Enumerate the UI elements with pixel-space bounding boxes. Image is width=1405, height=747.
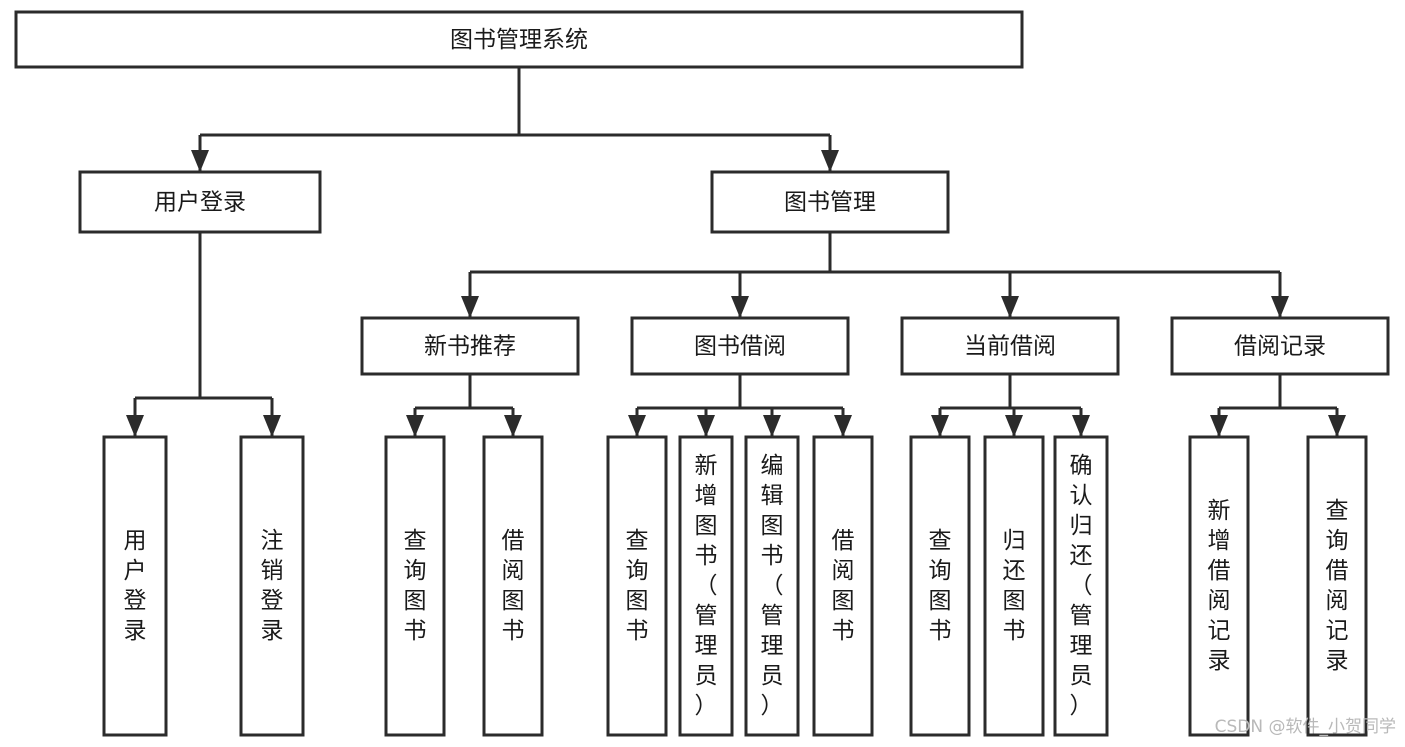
connector-group-login: [126, 232, 281, 437]
node-l6[interactable]: 新增图书（管理员）: [678, 435, 734, 737]
node-label: 注销登录: [261, 528, 284, 644]
node-l12[interactable]: 新增借阅记录: [1188, 435, 1250, 737]
node-login[interactable]: 用户登录: [78, 170, 322, 234]
node-label: 查询图书: [404, 528, 427, 644]
node-current[interactable]: 当前借阅: [900, 316, 1120, 376]
arrow-head-icon: [821, 150, 839, 172]
node-box[interactable]: [900, 316, 1120, 376]
node-l1[interactable]: 用户登录: [102, 435, 168, 737]
node-borrow[interactable]: 图书借阅: [630, 316, 850, 376]
node-l13[interactable]: 查询借阅记录: [1306, 435, 1368, 737]
node-l4[interactable]: 借阅图书: [482, 435, 544, 737]
node-box[interactable]: [360, 316, 580, 376]
arrow-head-icon: [1271, 296, 1289, 318]
node-label: 当前借阅: [964, 334, 1056, 360]
arrow-head-icon: [461, 296, 479, 318]
node-newbook[interactable]: 新书推荐: [360, 316, 580, 376]
connector-group-current: [931, 374, 1090, 437]
node-box[interactable]: [102, 435, 168, 737]
arrow-head-icon: [731, 296, 749, 318]
connector-layer: [126, 67, 1346, 437]
node-box[interactable]: [14, 10, 1024, 69]
node-label: 新书推荐: [424, 334, 516, 360]
arrow-head-icon: [697, 415, 715, 437]
node-box[interactable]: [744, 435, 800, 737]
connector-group-borrow: [628, 374, 852, 437]
node-label: 新增图书（管理员）: [695, 453, 718, 719]
node-label: 新增借阅记录: [1208, 498, 1231, 674]
arrow-head-icon: [191, 150, 209, 172]
arrow-head-icon: [834, 415, 852, 437]
node-box[interactable]: [909, 435, 971, 737]
arrow-head-icon: [263, 415, 281, 437]
node-l3[interactable]: 查询图书: [384, 435, 446, 737]
node-label: 编辑图书（管理员）: [761, 453, 784, 719]
node-box[interactable]: [239, 435, 305, 737]
node-l10[interactable]: 归还图书: [983, 435, 1045, 737]
node-l11[interactable]: 确认归还（管理员）: [1053, 435, 1109, 737]
node-l7[interactable]: 编辑图书（管理员）: [744, 435, 800, 737]
csdn-watermark: CSDN @软件_小贺同学: [1215, 717, 1396, 737]
node-label: 借阅记录: [1234, 334, 1326, 360]
node-label: 图书管理系统: [450, 27, 588, 53]
node-label: 确认归还（管理员）: [1070, 453, 1093, 719]
connector-group-root: [191, 67, 839, 172]
connector-group-record: [1210, 374, 1346, 437]
node-box[interactable]: [1306, 435, 1368, 737]
node-label: 图书管理: [784, 190, 876, 216]
node-box[interactable]: [78, 170, 322, 234]
node-box[interactable]: [482, 435, 544, 737]
node-label: 用户登录: [154, 190, 246, 216]
node-label: 借阅图书: [832, 528, 855, 644]
node-bookmgmt[interactable]: 图书管理: [710, 170, 950, 234]
connector-group-newbook: [406, 374, 522, 437]
node-label: 查询借阅记录: [1326, 498, 1349, 674]
arrow-head-icon: [126, 415, 144, 437]
node-label: 借阅图书: [502, 528, 525, 644]
arrow-head-icon: [504, 415, 522, 437]
node-l9[interactable]: 查询图书: [909, 435, 971, 737]
node-label: 归还图书: [1003, 528, 1026, 644]
arrow-head-icon: [406, 415, 424, 437]
node-box[interactable]: [678, 435, 734, 737]
node-l8[interactable]: 借阅图书: [812, 435, 874, 737]
arrow-head-icon: [628, 415, 646, 437]
node-box[interactable]: [606, 435, 668, 737]
node-box[interactable]: [710, 170, 950, 234]
node-box[interactable]: [1053, 435, 1109, 737]
arrow-head-icon: [1005, 415, 1023, 437]
node-box[interactable]: [983, 435, 1045, 737]
node-record[interactable]: 借阅记录: [1170, 316, 1390, 376]
connector-group-bookmgmt: [461, 232, 1289, 318]
arrow-head-icon: [931, 415, 949, 437]
node-label: 查询图书: [929, 528, 952, 644]
node-box[interactable]: [1188, 435, 1250, 737]
node-box[interactable]: [1170, 316, 1390, 376]
node-l5[interactable]: 查询图书: [606, 435, 668, 737]
arrow-head-icon: [763, 415, 781, 437]
node-root[interactable]: 图书管理系统: [14, 10, 1024, 69]
arrow-head-icon: [1328, 415, 1346, 437]
node-box[interactable]: [812, 435, 874, 737]
node-layer: 图书管理系统用户登录图书管理新书推荐图书借阅当前借阅借阅记录用户登录注销登录查询…: [14, 10, 1390, 737]
arrow-head-icon: [1210, 415, 1228, 437]
arrow-head-icon: [1001, 296, 1019, 318]
node-l2[interactable]: 注销登录: [239, 435, 305, 737]
node-box[interactable]: [630, 316, 850, 376]
node-box[interactable]: [384, 435, 446, 737]
arrow-head-icon: [1072, 415, 1090, 437]
node-label: 图书借阅: [694, 334, 786, 360]
node-label: 查询图书: [626, 528, 649, 644]
node-label: 用户登录: [124, 528, 147, 644]
